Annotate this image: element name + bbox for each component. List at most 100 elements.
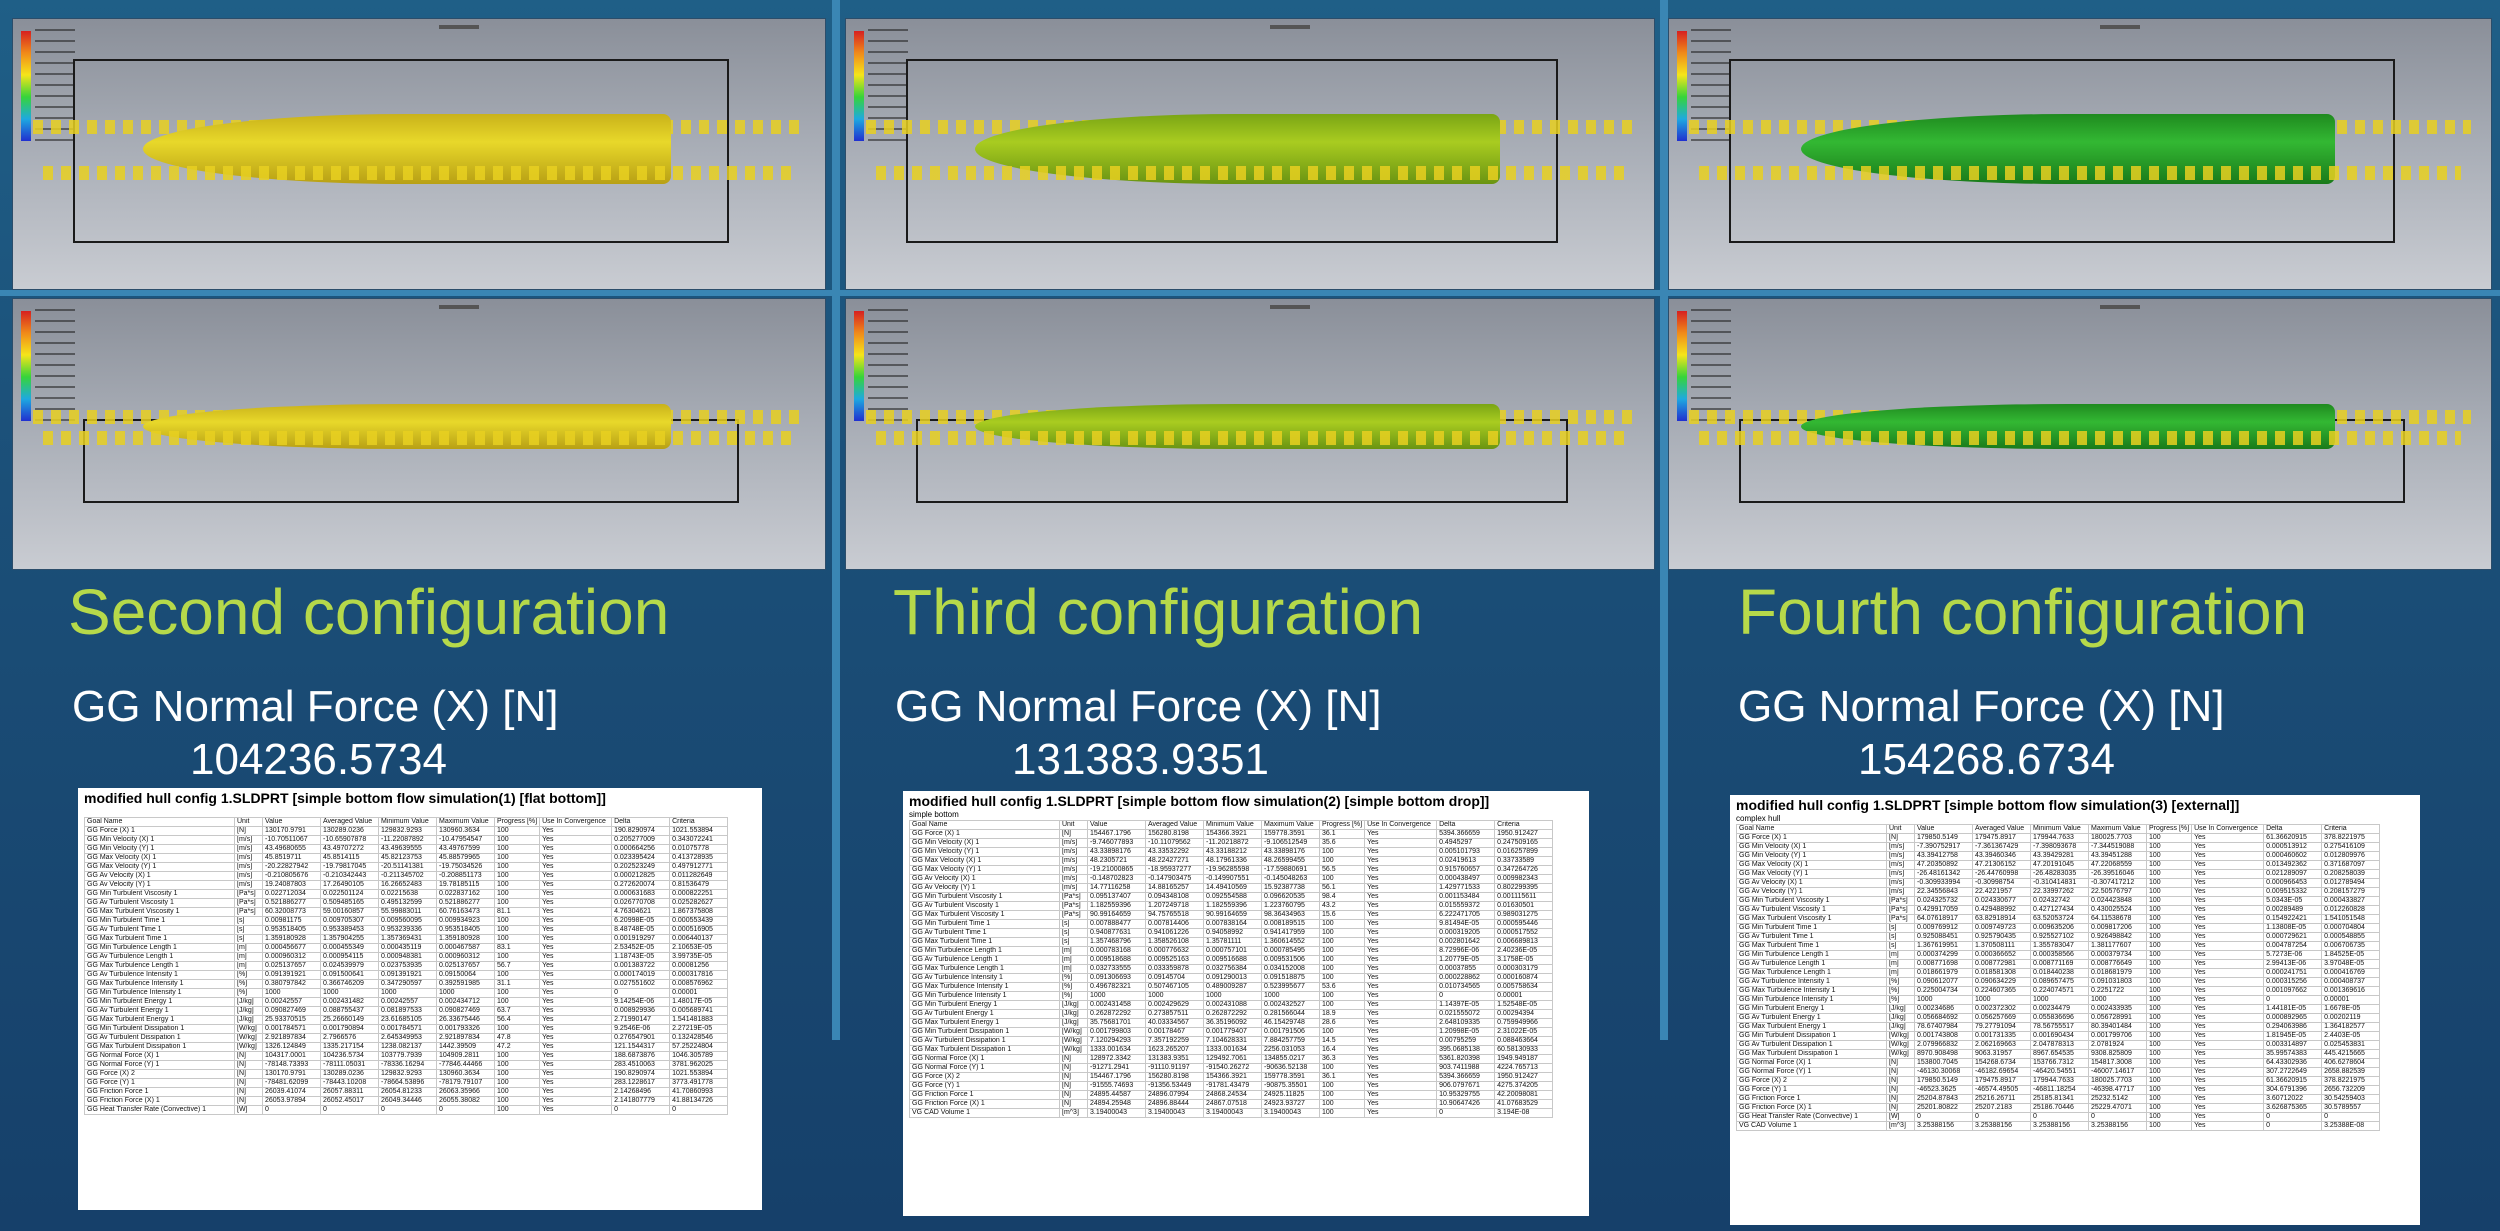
table-cell: GG Av Velocity (Y) 1 bbox=[909, 883, 1060, 893]
table-cell: GG Max Turbulence Intensity 1 bbox=[909, 982, 1060, 992]
table-cell: [%] bbox=[1059, 982, 1088, 992]
table-cell: GG Min Velocity (X) 1 bbox=[909, 838, 1060, 848]
table-cell: 100 bbox=[1318, 1099, 1366, 1109]
table-cell: 43.33898176 bbox=[1087, 847, 1146, 857]
table-cell: -18.95937277 bbox=[1145, 865, 1204, 875]
table-cell: 0.033359878 bbox=[1145, 964, 1204, 974]
table-cell: 48.17961336 bbox=[1203, 856, 1262, 866]
table-cell: Yes bbox=[539, 1033, 613, 1043]
table-cell: Yes bbox=[2191, 1013, 2265, 1023]
table-cell: Yes bbox=[2191, 896, 2265, 906]
table-cell: 41.88134726 bbox=[669, 1096, 729, 1106]
table-cell: -91540.26272 bbox=[1203, 1063, 1262, 1073]
table-cell: [%] bbox=[1886, 995, 1915, 1005]
table-cell: 100 bbox=[2145, 959, 2193, 969]
table-cell: 100 bbox=[1318, 946, 1366, 956]
table-cell: Yes bbox=[1364, 1054, 1438, 1064]
table-cell: 24895.44587 bbox=[1087, 1090, 1146, 1100]
table-cell: GG Max Turbulent Time 1 bbox=[1736, 941, 1887, 951]
table-cell: 0.024539979 bbox=[320, 961, 379, 971]
table-cell: Yes bbox=[1364, 1009, 1438, 1019]
table-cell: 0.00178467 bbox=[1145, 1027, 1204, 1037]
table-cell: 154467.1796 bbox=[1087, 829, 1146, 839]
table-cell: [J/kg] bbox=[1886, 1004, 1915, 1014]
table-cell: 24896.07994 bbox=[1145, 1090, 1204, 1100]
table-cell: 60.58130933 bbox=[1494, 1045, 1554, 1055]
table-cell: -78111.05031 bbox=[320, 1060, 379, 1070]
table-cell: 100 bbox=[2145, 1040, 2193, 1050]
table-cell: 1.357369431 bbox=[378, 934, 437, 944]
table-cell: 100 bbox=[493, 853, 541, 863]
table-row: GG Av Turbulent Dissipation 1[W/kg]2.079… bbox=[1736, 1040, 2381, 1050]
table-cell: 0.000366652 bbox=[1972, 950, 2031, 960]
table-cell: 15.6 bbox=[1318, 910, 1366, 920]
table-cell: 0.925527102 bbox=[2030, 932, 2089, 942]
table-row: GG Av Turbulence Intensity 1[%]0.0913919… bbox=[84, 970, 729, 980]
table-cell: 100 bbox=[493, 1105, 541, 1115]
table-cell: Yes bbox=[539, 970, 613, 980]
table-cell: GG Normal Force (Y) 1 bbox=[1736, 1067, 1887, 1077]
table-cell: 26052.45017 bbox=[320, 1096, 379, 1106]
table-cell: 130289.0236 bbox=[320, 1069, 379, 1079]
table-cell: 22.50576797 bbox=[2088, 887, 2147, 897]
table-row: GG Min Turbulent Viscosity 1[Pa*s]0.0243… bbox=[1736, 896, 2381, 906]
table-cell: [m/s] bbox=[234, 853, 263, 863]
table-row: GG Min Turbulent Energy 1[J/kg]0.0024314… bbox=[909, 1000, 1554, 1010]
table-cell: Yes bbox=[2191, 1076, 2265, 1086]
column-header: Use In Convergence bbox=[2191, 824, 2265, 834]
table-cell: [N] bbox=[1886, 1067, 1915, 1077]
table-cell: 16.26652483 bbox=[378, 880, 437, 890]
table-cell: GG Av Turbulent Time 1 bbox=[84, 925, 235, 935]
table-cell: 1.360614552 bbox=[1261, 937, 1320, 947]
flow-arrows bbox=[1699, 431, 2461, 445]
table-cell: 0.023753935 bbox=[378, 961, 437, 971]
table-cell: 22.33997262 bbox=[2030, 887, 2089, 897]
table-cell: 0.273857511 bbox=[1145, 1009, 1204, 1019]
table-cell: GG Force (X) 1 bbox=[1736, 833, 1887, 843]
table-cell: 0.000960312 bbox=[262, 952, 321, 962]
table-cell: 0.009560095 bbox=[378, 916, 437, 926]
table-cell: 26063.35966 bbox=[436, 1087, 495, 1097]
table-cell: 41.07683529 bbox=[1494, 1099, 1554, 1109]
table-cell: 56.1 bbox=[1318, 883, 1366, 893]
table-cell: 100 bbox=[2145, 977, 2193, 987]
table-cell: 100 bbox=[1318, 955, 1366, 965]
table-cell: [m/s] bbox=[1059, 865, 1088, 875]
table-cell: 0.026770708 bbox=[611, 898, 671, 908]
table-cell: 1.81945E-05 bbox=[2263, 1031, 2323, 1041]
table-cell: [J/kg] bbox=[1059, 1018, 1088, 1028]
table-cell: 0.154922421 bbox=[2263, 914, 2323, 924]
table-cell: 100 bbox=[2145, 1067, 2193, 1077]
table-cell: 0.000948381 bbox=[378, 952, 437, 962]
table-cell: [N] bbox=[234, 1060, 263, 1070]
table-cell: Yes bbox=[539, 1069, 613, 1079]
table-cell: 25232.5142 bbox=[2088, 1094, 2147, 1104]
sheet-subtitle: simple bottom bbox=[909, 810, 959, 819]
table-cell: [N] bbox=[1059, 1063, 1088, 1073]
table-cell: 0.000954115 bbox=[320, 952, 379, 962]
table-cell: 19.78185115 bbox=[436, 880, 495, 890]
table-cell: [s] bbox=[234, 916, 263, 926]
table-cell: 0.001731335 bbox=[1972, 1031, 2031, 1041]
table-cell: 1623.265207 bbox=[1145, 1045, 1204, 1055]
table-cell: 5394.366659 bbox=[1436, 829, 1496, 839]
table-cell: GG Friction Force 1 bbox=[909, 1090, 1060, 1100]
table-cell: 0.027551602 bbox=[611, 979, 671, 989]
color-scale-legend bbox=[1677, 311, 1687, 421]
table-cell: -78148.73393 bbox=[262, 1060, 321, 1070]
table-cell: -0.210342443 bbox=[320, 871, 379, 881]
table-cell: 1021.553894 bbox=[669, 826, 729, 836]
table-cell: GG Av Turbulence Intensity 1 bbox=[1736, 977, 1887, 987]
table-cell: Yes bbox=[539, 880, 613, 890]
table-cell: 100 bbox=[2145, 842, 2193, 852]
table-cell: 0 bbox=[2263, 1112, 2323, 1122]
table-cell: 0.012809976 bbox=[2321, 851, 2381, 861]
table-cell: -0.309933994 bbox=[1914, 878, 1973, 888]
table-row: GG Max Turbulent Viscosity 1[Pa*s]90.991… bbox=[909, 910, 1554, 920]
table-cell: 2.14268496 bbox=[611, 1087, 671, 1097]
